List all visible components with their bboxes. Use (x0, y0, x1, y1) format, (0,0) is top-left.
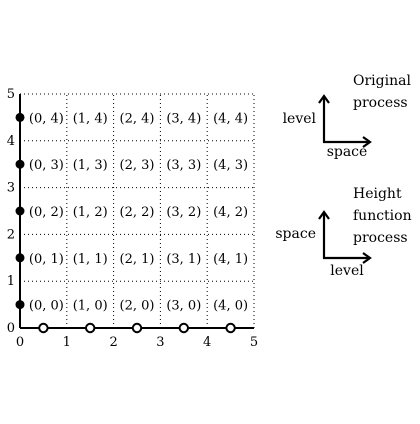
cell-label: (1, 0) (73, 299, 108, 314)
cell-label: (2, 0) (120, 299, 155, 314)
y-tick-label: 0 (7, 321, 15, 336)
cell-label: (0, 0) (29, 299, 64, 314)
x-tick-label: 4 (203, 335, 211, 350)
y-tick-label: 2 (7, 227, 15, 242)
open-dot (225, 322, 236, 334)
filled-dot (15, 300, 25, 310)
filled-dot (15, 253, 25, 263)
dotted-grid (20, 93, 255, 328)
cell-label: (4, 1) (213, 252, 248, 267)
legend-original-horizontal-label: space (327, 144, 368, 160)
x-tick-label: 0 (16, 335, 24, 350)
cell-label: (3, 0) (166, 299, 201, 314)
open-dot (85, 322, 96, 334)
cell-label: (3, 3) (166, 158, 201, 173)
x-tick-label: 3 (156, 335, 164, 350)
legend-height-horizontal-arrowhead (362, 252, 372, 264)
legend-height-vertical-arrowhead (318, 210, 330, 220)
filled-dot (15, 112, 25, 122)
cell-label: (4, 3) (213, 158, 248, 173)
legend-original-vertical-label: level (283, 111, 317, 127)
cell-label: (3, 2) (166, 205, 201, 220)
cell-label: (2, 2) (120, 205, 155, 220)
y-tick-label: 5 (7, 87, 15, 102)
filled-dot (15, 159, 25, 169)
legend-original-vertical-arrowhead (318, 94, 330, 104)
dots (15, 112, 236, 334)
tick-labels: 0 1 2 3 4 5 0 1 2 3 4 5 (7, 87, 258, 350)
cell-label: (0, 4) (29, 111, 64, 126)
cell-label: (3, 4) (166, 111, 201, 126)
y-tick-label: 4 (7, 134, 15, 149)
legend-height: space level Height function process (275, 186, 411, 279)
cell-label: (0, 2) (29, 205, 64, 220)
legend-original-title-line2: process (353, 95, 408, 111)
cell-label: (1, 4) (73, 111, 108, 126)
x-tick-label: 2 (109, 335, 117, 350)
legend-original-horizontal-arrowhead (362, 136, 372, 148)
legend-height-title-line3: process (353, 230, 408, 246)
cell-labels: (0, 0) (1, 0) (2, 0) (3, 0) (4, 0) (0, 1) (1, … (29, 111, 248, 313)
filled-dot (15, 206, 25, 216)
x-tick-label: 1 (63, 335, 71, 350)
y-tick-label: 3 (7, 181, 15, 196)
cell-label: (0, 3) (29, 158, 64, 173)
cell-label: (4, 4) (213, 111, 248, 126)
legend-height-horizontal-label: level (330, 263, 364, 279)
cell-label: (1, 1) (73, 252, 108, 267)
cell-label: (2, 3) (120, 158, 155, 173)
y-tick-label: 1 (7, 274, 15, 289)
legend-height-title-line1: Height (353, 186, 402, 202)
open-dot (178, 322, 190, 334)
x-tick-label: 5 (250, 335, 258, 350)
legend-original-title-line1: Original (353, 73, 411, 89)
legend-height-vertical-label: space (275, 226, 316, 242)
cell-label: (3, 1) (166, 252, 201, 267)
open-dot (38, 322, 49, 334)
cell-label: (4, 0) (213, 299, 248, 314)
legend-original: level space Original process (283, 73, 412, 160)
cell-label: (1, 2) (73, 205, 108, 220)
legend-height-title-line2: function (353, 208, 412, 224)
open-dot (131, 322, 143, 334)
cell-label: (1, 3) (73, 158, 108, 173)
cell-label: (2, 4) (120, 111, 155, 126)
cell-label: (2, 1) (120, 252, 155, 267)
cell-label: (4, 2) (213, 205, 248, 220)
cell-label: (0, 1) (29, 252, 64, 267)
